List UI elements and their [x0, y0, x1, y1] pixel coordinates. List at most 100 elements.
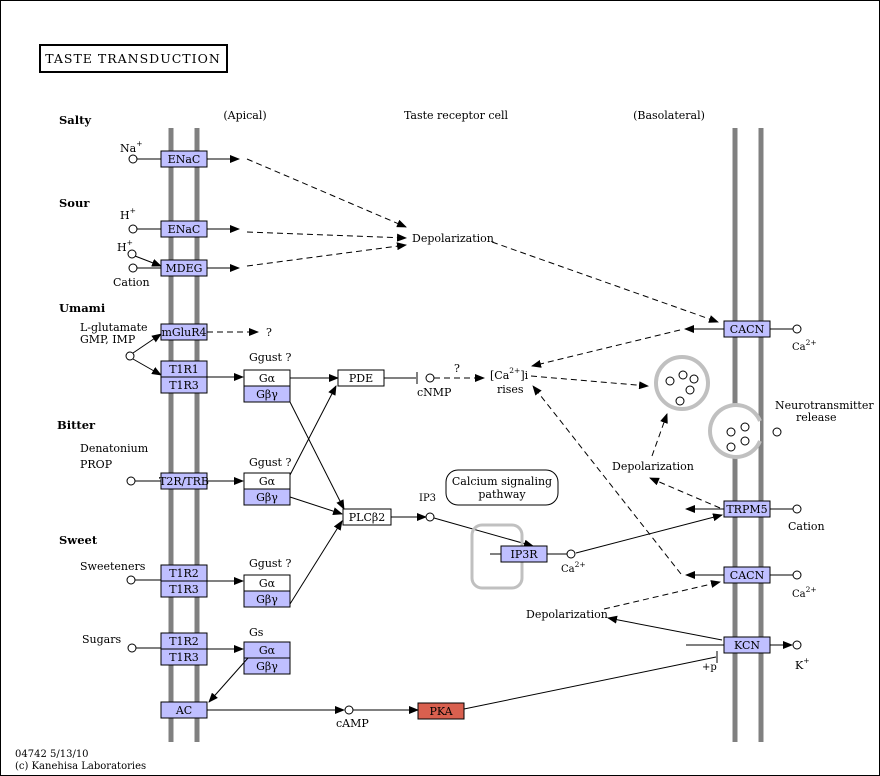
vesicle-2-dot: [726, 427, 736, 437]
edge-gby3-plc: [289, 520, 343, 605]
calcium-signaling-pathway-link[interactable]: [445, 469, 559, 506]
footer-id: 04742 5/13/10: [15, 749, 89, 760]
question-pde: ?: [454, 362, 460, 375]
galpha-2-label: Gα: [259, 475, 276, 488]
compound-h1-node[interactable]: [128, 224, 138, 234]
compound-ca1-node[interactable]: [566, 549, 576, 559]
compound-gmp-imp: GMP, IMP: [80, 333, 136, 346]
taste-label-sour: Sour: [59, 196, 90, 210]
compound-k: K+: [795, 656, 810, 672]
neurotransmitter-label-1: Neurotransmitter: [775, 399, 874, 412]
edge-gby1-plc: [289, 401, 345, 510]
vesicle-1-dot: [689, 374, 699, 384]
compound-bitter-node[interactable]: [126, 476, 136, 486]
depolarization-2: Depolarization: [612, 460, 694, 473]
gene-t1r1-label: T1R1: [169, 363, 199, 376]
gbg-1-label: Gβγ: [256, 388, 278, 401]
gene-t1r2-a-label: T1R2: [169, 567, 199, 580]
compound-cnmp: cNMP: [417, 386, 452, 399]
vesicle-2-dot: [740, 436, 750, 446]
compound-h1: H+: [120, 206, 136, 222]
ggust-label-1: Ggust ?: [249, 351, 291, 364]
depolarization-3: Depolarization: [526, 608, 608, 621]
vesicle-1: [654, 355, 710, 411]
compound-cation2-node[interactable]: [792, 504, 802, 514]
compound-sugars: Sugars: [82, 633, 121, 646]
taste-label-umami: Umami: [59, 301, 106, 315]
neurotransmitter-label-2: release: [796, 411, 837, 424]
compound-ip3-node[interactable]: [425, 512, 435, 522]
page-title: TASTE TRANSDUCTION: [45, 51, 221, 66]
gene-pde-label: PDE: [349, 372, 373, 385]
compound-ca-rises: rises: [497, 383, 524, 396]
edge-enac2-depol: [246, 231, 407, 242]
edge-depol-cacn: [491, 241, 719, 323]
gene-ac-label: AC: [175, 704, 192, 717]
edge-trpm5-depol2: [649, 477, 721, 509]
gene-enac-salty-label: ENaC: [168, 153, 201, 166]
compound-na-node[interactable]: [128, 154, 138, 164]
ggust-label-2: Ggust ?: [249, 456, 291, 469]
compound-ca3-node[interactable]: [792, 570, 802, 580]
taste-label-salty: Salty: [59, 113, 91, 127]
edge-ga4-ac: [208, 657, 249, 703]
gene-t1r3-b[interactable]: [160, 580, 208, 598]
compound-na: Na+: [120, 139, 142, 155]
compound-camp-node[interactable]: [344, 705, 354, 715]
calcium-pathway-label-1: Calcium signaling: [452, 475, 552, 488]
gene-t1r3-c[interactable]: [160, 648, 208, 666]
edge-pka-kcn: [463, 656, 717, 710]
edge-ip3-ip3r: [433, 517, 534, 548]
gene-t1r3-umami-label: T1R3: [169, 379, 199, 392]
compound-denatonium: Denatonium: [80, 442, 149, 455]
gbg-3-label: Gβγ: [256, 593, 278, 606]
edge-h2-mdeg: [134, 255, 162, 267]
edge-ca-vesicle: [530, 375, 649, 390]
gene-mglur4-label: mGluR4: [161, 326, 206, 339]
gene-trpm5-label: TRPM5: [726, 503, 767, 516]
edge-mdeg-depol: [246, 242, 407, 267]
compound-ca-i: [Ca2+]i: [490, 366, 529, 382]
gene-cacn-bottom-label: CACN: [730, 569, 765, 582]
edge-ga2-pde: [289, 385, 337, 476]
compound-cation2: Cation: [788, 520, 825, 533]
gbg-1[interactable]: [243, 385, 291, 403]
compound-ip3: IP3: [419, 493, 436, 504]
vesicle-2-dot: [726, 442, 736, 452]
compound-h2: H+: [117, 238, 133, 254]
compound-h2-node[interactable]: [127, 249, 137, 259]
depolarization-1: Depolarization: [412, 232, 494, 245]
edge-depol2-vesicle: [651, 413, 668, 457]
calcium-pathway-label-2: pathway: [478, 488, 526, 501]
compound-ca2-node[interactable]: [792, 324, 802, 334]
gene-pka-label: PKA: [429, 705, 453, 718]
edge-umami-mglur4: [132, 333, 162, 354]
compound-cnmp-node[interactable]: [425, 373, 435, 383]
gene-t1r3-umami[interactable]: [160, 376, 208, 394]
galpha-4-label: Gα: [259, 644, 276, 657]
taste-label-sweet: Sweet: [59, 533, 98, 547]
compound-prop: PROP: [80, 458, 113, 471]
compound-k-node[interactable]: [792, 640, 802, 650]
edge-gby2-plc: [289, 496, 343, 516]
gene-pka[interactable]: [417, 702, 465, 720]
gene-cacn-top-label: CACN: [730, 323, 765, 336]
basolateral-label: (Basolateral): [633, 109, 705, 122]
gene-mdeg-label: MDEG: [166, 262, 203, 275]
compound-sweeteners-node[interactable]: [126, 575, 136, 585]
edge-cacn-top-ca: [531, 329, 681, 368]
gbg-3[interactable]: [243, 590, 291, 608]
vesicle-1-dot: [665, 376, 675, 386]
neurotransmitter-node[interactable]: [772, 427, 782, 437]
gbg-4[interactable]: [243, 657, 291, 675]
gene-enac-sour-label: ENaC: [168, 223, 201, 236]
compound-umami-node[interactable]: [125, 351, 135, 361]
vesicle-1-dot: [685, 385, 695, 395]
title-box: [39, 44, 228, 73]
compound-sugars-node[interactable]: [127, 643, 137, 653]
vesicle-1-dot: [678, 370, 688, 380]
compound-cation-node[interactable]: [128, 263, 138, 273]
apical-label: (Apical): [223, 109, 266, 122]
gene-ip3r-label: IP3R: [510, 548, 538, 561]
